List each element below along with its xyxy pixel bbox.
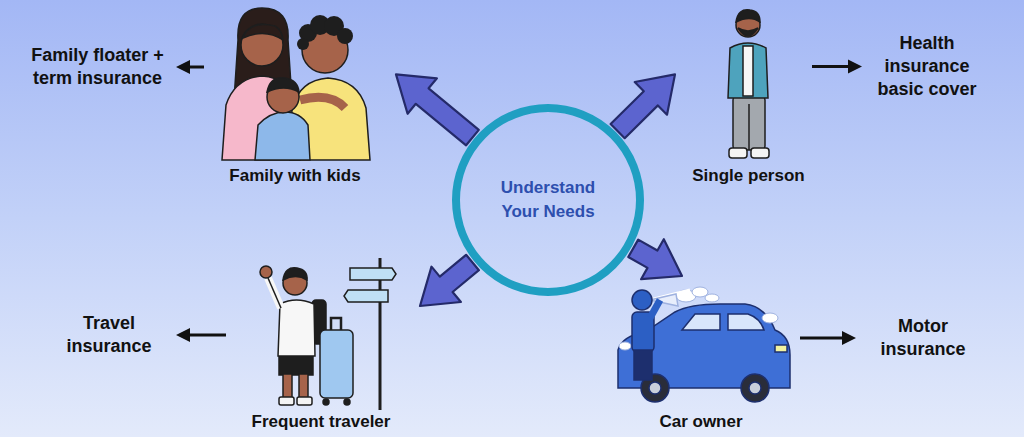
insurance-label: Health insurance basic cover	[868, 32, 986, 101]
persona-group: Car owner	[606, 282, 796, 432]
persona-caption: Car owner	[659, 412, 742, 432]
persona-caption: Single person	[692, 166, 804, 186]
block-arrow	[611, 74, 675, 138]
persona-caption: Frequent traveler	[252, 412, 391, 432]
family-illustration	[222, 8, 370, 160]
center-label: Understand Your Needs	[493, 176, 603, 224]
persona-group: Single person	[689, 0, 808, 186]
needs-circle: Understand Your Needs	[452, 104, 644, 296]
insurance-text: Travel insurance	[48, 312, 170, 358]
car-owner-illustration	[618, 287, 790, 402]
insurance-label: Family floater + term insurance	[25, 44, 170, 90]
persona-group: Family with kids	[212, 0, 378, 186]
traveler-illustration	[260, 258, 396, 410]
insurance-text: Motor insurance	[862, 315, 984, 361]
pointer-arrow	[812, 60, 862, 74]
persona-caption: Family with kids	[229, 166, 360, 186]
pointer-arrow	[176, 60, 204, 74]
insurance-label: Motor insurance	[862, 315, 984, 361]
pointer-arrow	[800, 331, 856, 345]
insurance-text: Family floater + term insurance	[25, 44, 170, 90]
block-arrow	[628, 239, 682, 279]
insurance-label: Travel insurance	[48, 312, 170, 358]
insurance-text: Health insurance basic cover	[868, 32, 986, 101]
pointer-arrow	[176, 328, 226, 342]
single-person-illustration	[728, 10, 769, 158]
persona-group: Frequent traveler	[236, 252, 406, 432]
block-arrow	[396, 74, 479, 145]
block-arrow	[420, 255, 479, 306]
